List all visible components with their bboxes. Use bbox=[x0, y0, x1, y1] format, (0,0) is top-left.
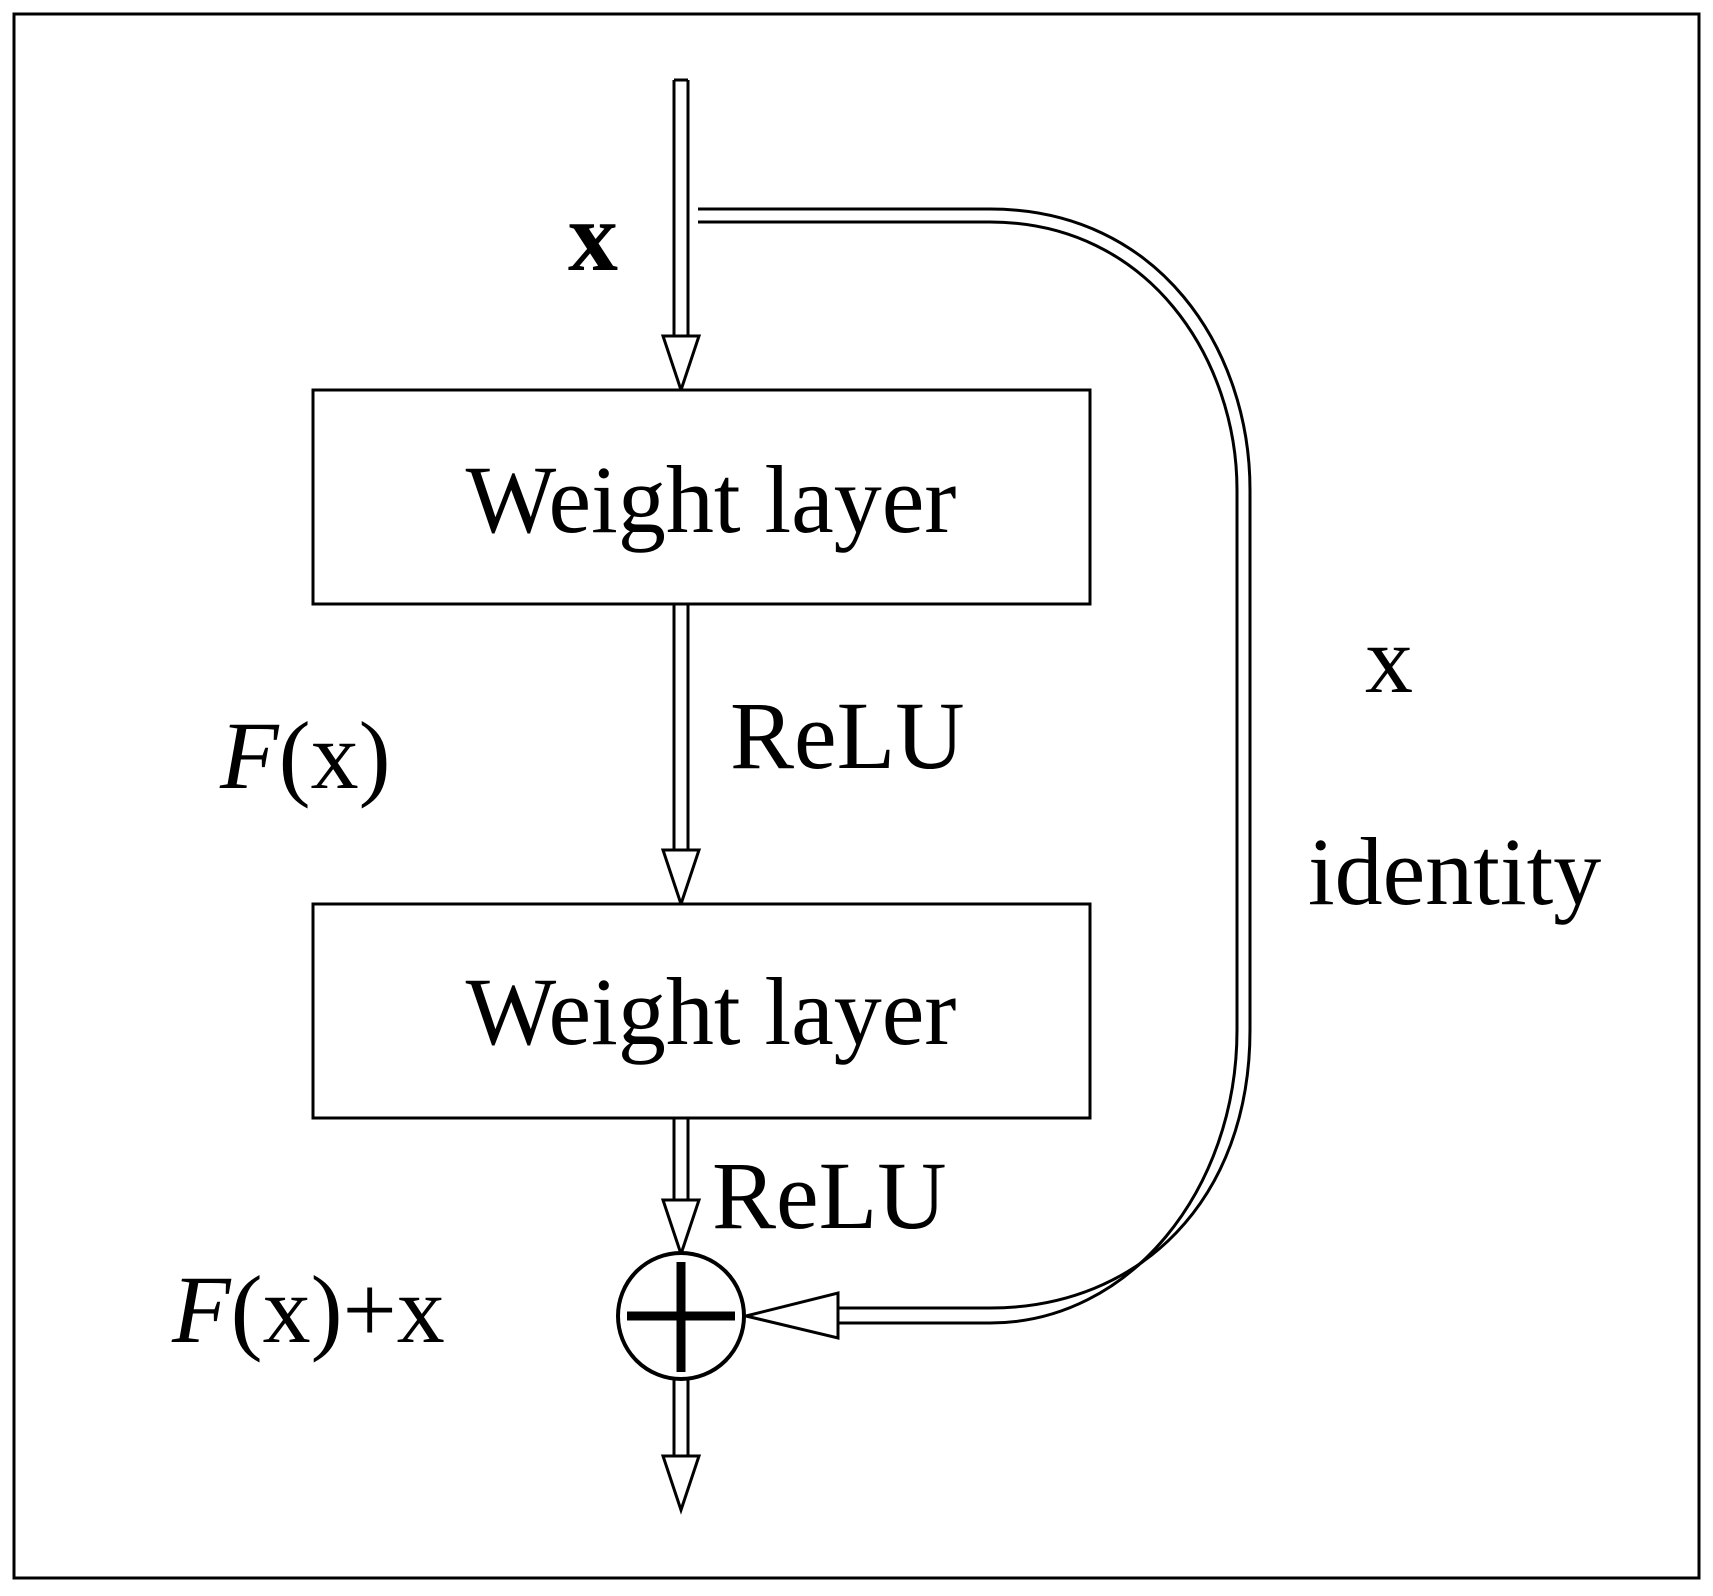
weight-layer-1: Weight layer bbox=[311, 388, 1092, 606]
weight-layer-2: Weight layer bbox=[311, 902, 1092, 1120]
circled-plus-icon bbox=[616, 1251, 746, 1381]
residual-function-label: F(x) bbox=[219, 702, 391, 809]
output-arrow bbox=[660, 1379, 702, 1515]
adder-input-arrow bbox=[660, 1118, 702, 1259]
input-x-label: x bbox=[568, 181, 618, 292]
output-sum-label: F(x)+x bbox=[171, 1256, 445, 1363]
weight-layer-1-label: Weight layer bbox=[466, 446, 957, 553]
output-sum-rest: (x)+x bbox=[231, 1256, 445, 1363]
output-sum-f: F bbox=[171, 1256, 232, 1363]
relu-label-2: ReLU bbox=[712, 1142, 947, 1249]
weight-layer-2-label: Weight layer bbox=[466, 958, 957, 1065]
residual-function-f: F bbox=[219, 702, 280, 809]
middle-arrow bbox=[660, 604, 702, 909]
shortcut-path bbox=[698, 207, 1252, 1340]
input-arrow bbox=[660, 78, 702, 395]
shortcut-identity-label: identity bbox=[1308, 818, 1601, 925]
relu-label-1: ReLU bbox=[730, 682, 965, 789]
outer-frame bbox=[12, 12, 1701, 1580]
shortcut-x-label: x bbox=[1365, 606, 1413, 713]
residual-function-args: (x) bbox=[279, 702, 391, 809]
